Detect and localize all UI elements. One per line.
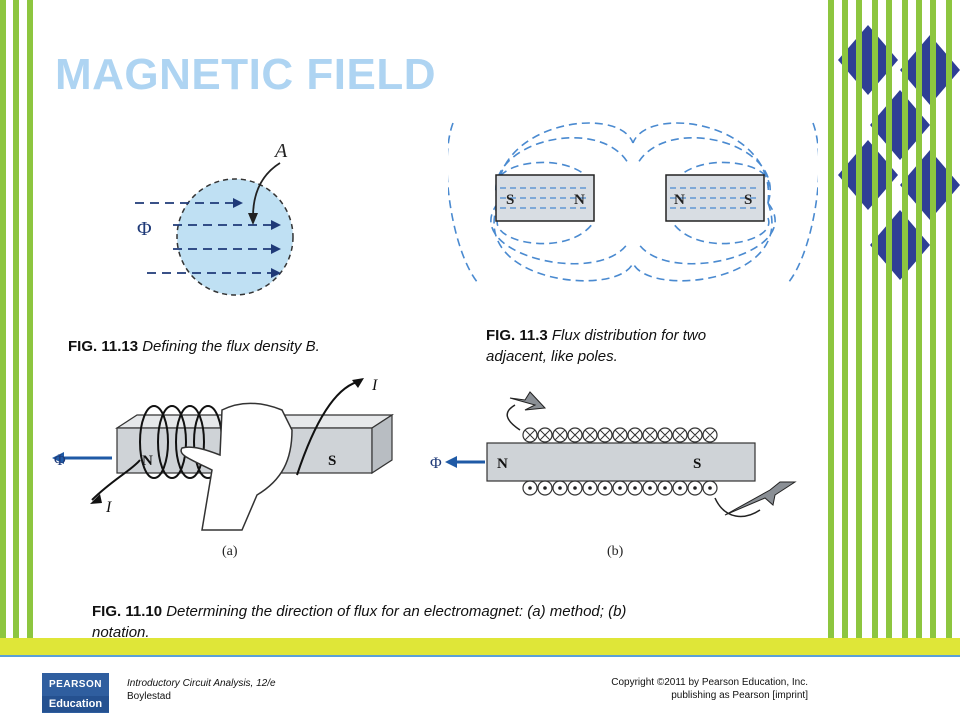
current-label-bottom: I (105, 499, 112, 516)
left-stripe-2 (13, 0, 19, 640)
copyright-info: Copyright ©2011 by Pearson Education, In… (611, 677, 808, 701)
footer-divider (0, 655, 960, 657)
pole-s-right: S (744, 192, 752, 208)
phi-label-b: Φ (430, 455, 442, 472)
pole-s-a: S (328, 453, 336, 469)
pole-s-b: S (693, 456, 701, 472)
coil-crosses (522, 427, 718, 443)
arrow-head-bottom (724, 481, 797, 516)
fig-electromagnet-b: Φ N S (b) (430, 391, 797, 559)
left-stripe-1 (0, 0, 6, 640)
caption-fig-11-3: FIG. 11.3 Flux distribution for two adja… (486, 327, 707, 365)
pole-n-b: N (497, 456, 508, 472)
flux-area-circle (176, 178, 294, 296)
fig-electromagnet-a: Φ N S I I (a) (52, 377, 395, 559)
area-label: A (273, 140, 288, 162)
fig-flux-density: A Φ (135, 140, 294, 296)
right-hand (180, 402, 293, 531)
label-a: (a) (222, 544, 238, 559)
slide-title: MAGNETIC FIELD (55, 50, 436, 99)
book-title: Introductory Circuit Analysis, 12/e (127, 678, 276, 689)
current-label-top: I (371, 377, 378, 394)
phi-label: Φ (137, 218, 152, 240)
caption-fig-11-13: FIG. 11.13 Defining the flux density B. (68, 338, 320, 355)
pole-n-left: N (574, 192, 585, 208)
phi-label-a: Φ (54, 452, 66, 469)
book-info: Introductory Circuit Analysis, 12/e Boyl… (127, 677, 276, 703)
pole-n-right: N (674, 192, 685, 208)
fig-like-poles: S N N S (448, 103, 818, 298)
left-stripe-3 (27, 0, 33, 640)
book-author: Boylestad (127, 691, 171, 702)
coil-dots (522, 480, 718, 496)
footer-band (0, 638, 960, 655)
caption-fig-11-10: FIG. 11.10 Determining the direction of … (92, 603, 627, 641)
bar-core-b (486, 442, 756, 482)
label-b: (b) (607, 544, 624, 559)
arrow-tail-top (509, 391, 547, 411)
pearson-logo: PEARSON Education (42, 673, 109, 713)
right-decoration (828, 0, 960, 640)
pole-s-left: S (506, 192, 514, 208)
pole-n-a: N (142, 453, 153, 469)
